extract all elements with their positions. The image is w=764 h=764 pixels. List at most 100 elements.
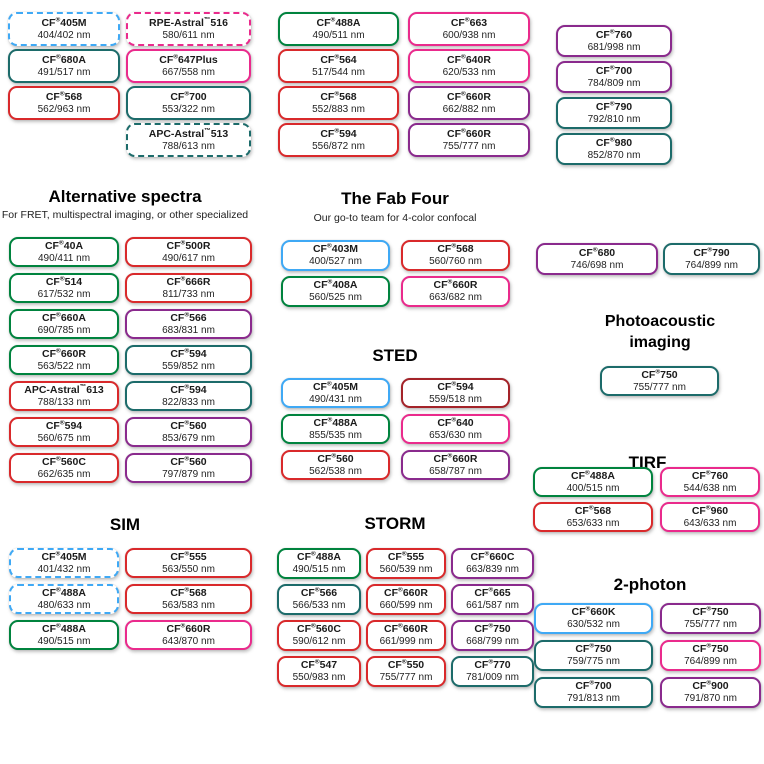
dye-excitation-emission: 490/515 nm [292, 564, 346, 575]
dye-excitation-emission: 490/617 nm [162, 252, 215, 264]
dye-name: CF®500R [166, 239, 211, 252]
dye-excitation-emission: 855/535 nm [309, 429, 362, 441]
dye-excitation-emission: 630/532 nm [567, 619, 620, 630]
dye-excitation-emission: 480/633 nm [37, 599, 91, 611]
dye-name: CF®405M [312, 380, 359, 393]
dye-name: CF®550 [387, 658, 425, 671]
dye-name: APC-Astral™513 [148, 127, 229, 140]
dye-name: CF®488A [571, 469, 615, 482]
dye-name: CF®560C [297, 622, 341, 635]
dye-excitation-emission: 490/511 nm [312, 29, 365, 41]
dye-excitation-emission: 663/682 nm [429, 292, 482, 303]
dye-excitation-emission: 556/872 nm [312, 140, 365, 152]
dye-excitation-emission: 617/532 nm [37, 288, 91, 300]
dye-excitation-emission: 400/515 nm [566, 482, 620, 494]
dye-name: APC-Astral™613 [24, 383, 104, 396]
dye-name: CF®770 [474, 658, 511, 671]
dye-excitation-emission: 683/831 nm [162, 324, 215, 336]
dye-excitation-emission: 560/525 nm [309, 292, 362, 303]
dye-name: CF®660R [433, 452, 478, 465]
dye-name: CF®700 [170, 90, 207, 103]
dye-name: CF®488A [313, 416, 358, 429]
dye-name: CF®640R [447, 53, 491, 66]
dye-excitation-emission: 590/612 nm [292, 636, 346, 647]
dye-name: CF®568 [45, 90, 83, 103]
alternative-spectra-title: Alternative spectra [48, 187, 202, 206]
dye-excitation-emission: 781/009 nm [466, 672, 519, 683]
dye-name: CF®564 [320, 53, 357, 66]
storm-title: STORM [364, 514, 426, 533]
dye-name: CF®566 [300, 586, 338, 599]
dye-excitation-emission: 490/515 nm [37, 635, 91, 647]
dye-excitation-emission: 580/611 nm [162, 29, 215, 41]
dye-excitation-emission: 791/870 nm [684, 693, 737, 704]
sim-title: SIM [109, 515, 141, 534]
fab-four-subtitle: Our go-to team for 4-color confocal [313, 212, 477, 224]
dye-excitation-emission: 755/777 nm [684, 619, 737, 630]
dye-excitation-emission: 811/733 nm [162, 288, 215, 300]
dye-excitation-emission: 560/760 nm [429, 256, 482, 267]
dye-excitation-emission: 658/787 nm [429, 465, 482, 477]
dye-name: CF®560 [170, 455, 207, 468]
dye-excitation-emission: 490/411 nm [37, 252, 91, 264]
dye-excitation-emission: 563/550 nm [162, 563, 215, 575]
dye-excitation-emission: 544/638 nm [683, 482, 737, 494]
dye-excitation-emission: 401/432 nm [37, 563, 91, 575]
dye-excitation-emission: 643/633 nm [683, 517, 737, 529]
dye-excitation-emission: 490/431 nm [309, 393, 362, 405]
dye-excitation-emission: 552/883 nm [312, 103, 365, 115]
dye-name: CF®790 [693, 246, 730, 259]
dye-name: CF®594 [320, 127, 357, 140]
dye-name: CF®760 [595, 28, 633, 41]
dye-name: CF®666R [166, 275, 211, 288]
dye-name: CF®560C [42, 455, 86, 468]
dye-name: CF®750 [692, 642, 729, 655]
dye-excitation-emission: 653/633 nm [566, 517, 620, 529]
dye-excitation-emission: 663/839 nm [466, 564, 519, 575]
dye-name: CF®790 [595, 100, 633, 113]
dye-name: CF®750 [575, 642, 612, 655]
dye-name: CF®750 [641, 368, 678, 381]
dye-name: CF®750 [474, 622, 511, 635]
dye-excitation-emission: 690/785 nm [37, 324, 91, 336]
dye-name: CF®403M [312, 242, 359, 255]
dye-excitation-emission: 491/517 nm [37, 66, 91, 78]
dye-name: CF®594 [170, 347, 207, 360]
dye-excitation-emission: 852/870 nm [587, 149, 641, 161]
dye-excitation-emission: 550/983 nm [292, 672, 346, 683]
dye-excitation-emission: 661/587 nm [466, 600, 519, 611]
dye-excitation-emission: 600/938 nm [442, 29, 496, 41]
